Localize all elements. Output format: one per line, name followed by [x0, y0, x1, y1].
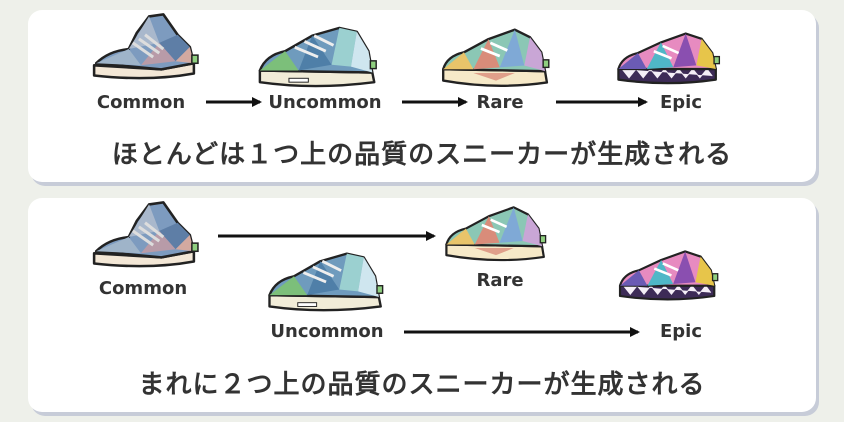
label-common: Common: [96, 92, 186, 113]
epic-sneaker-icon: [608, 30, 728, 92]
caption-top: ほとんどは１つ上の品質のスニーカーが生成される: [111, 140, 733, 170]
label-epic: Epic: [659, 92, 703, 113]
top-panel: Common Uncommon Rare Epic ほとんどは１つ上の品質のスニ…: [28, 10, 816, 182]
label-rare: Rare: [476, 270, 524, 291]
label-rare: Rare: [476, 92, 524, 113]
uncommon-sneaker-icon: [256, 22, 382, 90]
label-uncommon: Uncommon: [268, 92, 382, 113]
right-arrow-icon: [404, 327, 640, 337]
right-arrow-icon: [218, 231, 436, 241]
label-uncommon: Uncommon: [270, 321, 384, 342]
uncommon-sneaker-icon: [264, 248, 390, 314]
rare-sneaker-icon: [436, 24, 556, 90]
right-arrow-icon: [402, 97, 468, 107]
epic-sneaker-icon: [608, 248, 728, 308]
common-sneaker-icon: [88, 12, 200, 84]
caption-bottom: まれに２つ上の品質のスニーカーが生成される: [138, 370, 706, 400]
label-epic: Epic: [659, 321, 703, 342]
common-sneaker-icon: [88, 200, 200, 272]
right-arrow-icon: [556, 97, 648, 107]
label-common: Common: [98, 278, 188, 299]
bottom-panel: Common Rare Uncommon Epic まれに２つ上の品質のスニーカ…: [28, 198, 816, 412]
rare-sneaker-icon: [436, 202, 556, 264]
right-arrow-icon: [206, 97, 262, 107]
